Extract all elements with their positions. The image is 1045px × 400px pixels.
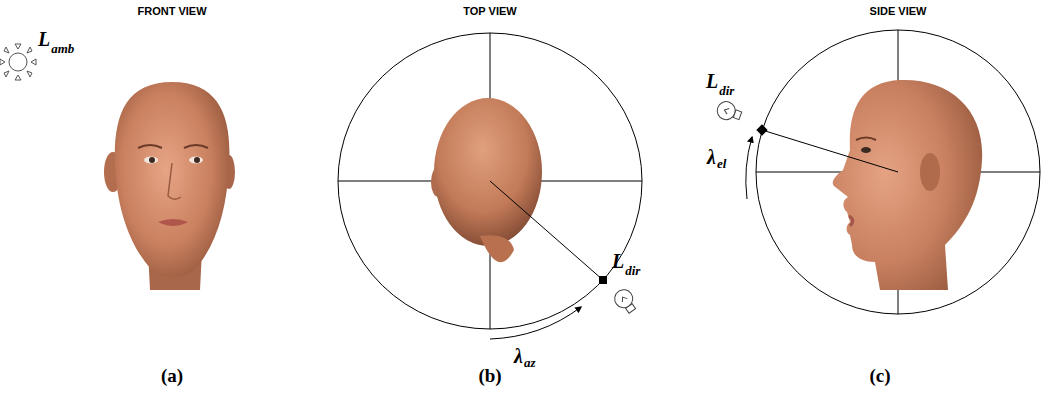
bulb-filament: [620, 295, 627, 302]
top-head: [431, 98, 542, 262]
symbol-subscript: amb: [51, 42, 74, 56]
symbol-subscript: dir: [625, 264, 640, 278]
bulb-base: [733, 110, 741, 120]
eyebrow: [184, 145, 208, 148]
light-symbol: L: [38, 28, 50, 50]
eye: [861, 147, 871, 153]
bulb-glass: [715, 99, 738, 122]
angle-symbol: λ: [707, 146, 716, 168]
bulb-icon: [715, 99, 744, 124]
sun-rays: [0, 44, 36, 80]
face: [115, 82, 230, 277]
view-title: SIDE VIEW: [870, 5, 927, 17]
eyebrow: [856, 138, 876, 141]
symbol-subscript: el: [717, 157, 726, 171]
sun-disc: [9, 53, 27, 71]
light-marker: [756, 124, 767, 135]
panel-label: (a): [161, 366, 183, 387]
azimuth-circle: [338, 33, 642, 329]
ear: [920, 153, 940, 191]
light-symbol: L: [612, 250, 624, 272]
nose: [480, 235, 514, 262]
nose: [168, 163, 181, 199]
top-view-frame: [338, 33, 642, 329]
sun-icon: [0, 44, 36, 80]
elevation-circle: [756, 30, 1040, 314]
head-top: [434, 98, 542, 246]
bulb-filament: [723, 107, 729, 114]
light-marker: [599, 276, 607, 284]
pupil: [149, 157, 155, 163]
azimuth-arc: [490, 307, 581, 339]
eye: [144, 157, 158, 164]
lips: [158, 219, 188, 226]
bulb-icon: [611, 286, 640, 316]
eyebrow: [138, 145, 162, 148]
angle-symbol: λ: [514, 345, 523, 367]
head-profile: [833, 80, 982, 290]
lips: [849, 216, 853, 226]
symbol-subscript: dir: [719, 84, 734, 98]
front-head: [104, 82, 235, 290]
view-title: TOP VIEW: [463, 5, 516, 17]
side-head: [833, 80, 982, 290]
light-symbol: L: [706, 70, 718, 92]
elevation-arc: [746, 137, 752, 199]
bulb-base: [626, 304, 636, 314]
light-direction: [490, 181, 603, 280]
panel-label: (c): [869, 366, 890, 387]
light-direction: [762, 130, 898, 172]
view-title: FRONT VIEW: [137, 5, 206, 17]
symbol-subscript: az: [524, 356, 536, 370]
side-view-frame: [756, 30, 1040, 314]
eye: [189, 157, 203, 164]
pupil: [194, 157, 200, 163]
panel-label: (b): [478, 366, 501, 387]
